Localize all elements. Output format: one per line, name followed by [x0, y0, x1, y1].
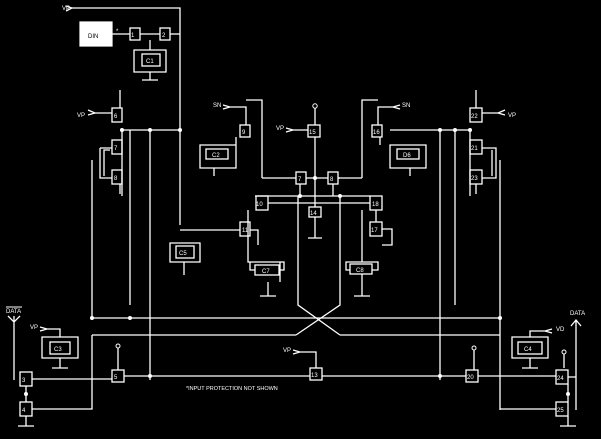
star-marker: * — [116, 29, 119, 35]
svg-text:25: 25 — [557, 408, 564, 414]
svg-text:8: 8 — [114, 176, 118, 182]
input-stage: VP DIN * 1 2 C1 — [62, 5, 181, 81]
right-vdd-label: VP — [508, 113, 516, 119]
c6-block — [396, 148, 420, 160]
left-small-vdd-label: VP — [30, 325, 38, 331]
svg-text:21: 21 — [471, 146, 478, 152]
t24-terminal — [561, 349, 567, 355]
center-section: VP 15 7 8 14 — [92, 103, 500, 336]
transistor-16 — [371, 124, 383, 138]
bottom-right-output: DATA VD C4 20 24 25 — [465, 311, 585, 427]
center-terminal — [312, 103, 318, 109]
svg-text:13: 13 — [311, 373, 318, 379]
center-vdd-label: VP — [276, 126, 284, 132]
transistor-7b — [295, 171, 307, 185]
transistor-15 — [307, 124, 321, 138]
input-protection-note: *INPUT PROTECTION NOT SHOWN — [186, 386, 278, 392]
svg-text:7: 7 — [298, 177, 302, 183]
top-vdd-label: VP — [62, 6, 70, 12]
svg-text:14: 14 — [310, 211, 317, 217]
left-vdd-label: VP — [77, 113, 85, 119]
c2-block — [205, 148, 229, 160]
svg-text:22: 22 — [471, 114, 478, 120]
svg-text:18: 18 — [372, 202, 379, 208]
svg-text:11: 11 — [242, 228, 249, 234]
svg-text:C5: C5 — [179, 251, 187, 257]
svg-text:15: 15 — [309, 130, 316, 136]
c1-block — [141, 53, 161, 67]
svg-text:1: 1 — [131, 33, 135, 39]
transistor-6 — [111, 107, 123, 123]
svg-text:24: 24 — [557, 376, 564, 382]
transistor-9 — [239, 124, 251, 138]
svg-text:16: 16 — [373, 130, 380, 136]
svg-text:C8: C8 — [356, 268, 364, 274]
svg-text:20: 20 — [467, 375, 474, 381]
transistor-13 — [309, 367, 323, 381]
upper-mid-left: SN 9 C2 11 C5 10 C7 — [169, 80, 370, 297]
t20-terminal — [471, 345, 477, 351]
c4-block — [517, 341, 543, 355]
c5-block — [175, 245, 195, 259]
data-bar-label: DATA — [6, 309, 21, 315]
svg-text:C4: C4 — [524, 347, 532, 353]
svg-text:D6: D6 — [403, 153, 411, 159]
svg-text:2: 2 — [162, 33, 166, 39]
sn-left-label: SN — [213, 103, 221, 109]
bottom-left-output: DATA VP C3 3 4 5 — [6, 306, 310, 427]
c8-block — [349, 263, 373, 275]
svg-text:10: 10 — [256, 202, 263, 208]
svg-text:C7: C7 — [262, 269, 270, 275]
transistor-11 — [239, 221, 251, 237]
din-block — [79, 21, 113, 47]
din-label: DIN — [88, 34, 98, 40]
svg-text:17: 17 — [371, 228, 378, 234]
svg-text:4: 4 — [22, 408, 26, 414]
bottom-center: VP 13 *INPUT PROTECTION NOT SHOWN — [186, 348, 466, 392]
svg-text:8: 8 — [330, 177, 334, 183]
upper-mid-right: SN 16 D6 18 17 C8 — [338, 99, 427, 297]
svg-text:5: 5 — [114, 375, 118, 381]
bottom-vdd-label: VP — [283, 348, 291, 354]
t5-terminal — [115, 343, 121, 349]
svg-text:9: 9 — [242, 130, 246, 136]
left-column: VP 6 7 8 — [77, 90, 500, 380]
right-small-vdd-label: VD — [556, 327, 565, 333]
svg-text:C1: C1 — [146, 59, 154, 65]
svg-text:23: 23 — [471, 176, 478, 182]
junction-dots — [24, 128, 570, 396]
c7-block — [254, 264, 280, 276]
svg-text:C2: C2 — [212, 153, 220, 159]
svg-text:7: 7 — [114, 146, 118, 152]
c3-block — [49, 341, 71, 355]
transistor-22 — [469, 107, 483, 123]
svg-text:6: 6 — [114, 114, 118, 120]
sn-right-label: SN — [402, 103, 410, 109]
svg-text:3: 3 — [22, 378, 26, 384]
data-label: DATA — [570, 311, 585, 317]
right-column: VP 22 21 23 — [390, 90, 516, 410]
svg-text:C3: C3 — [54, 347, 62, 353]
